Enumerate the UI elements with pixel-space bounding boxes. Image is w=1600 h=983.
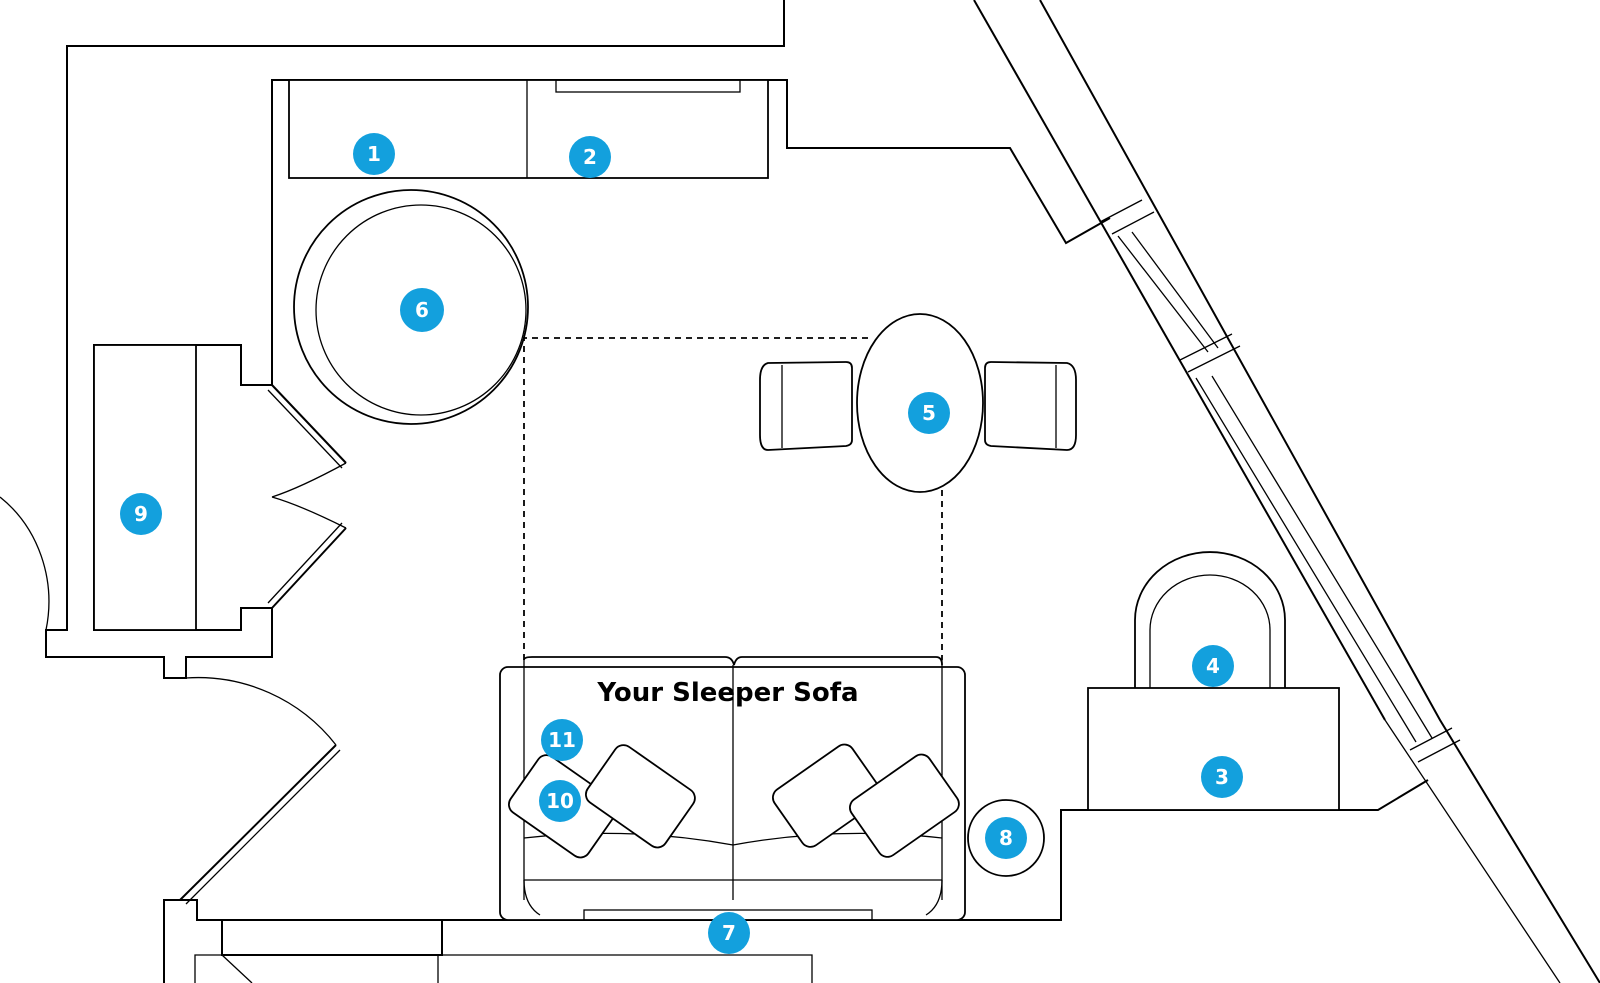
pillows xyxy=(508,743,960,859)
area-rug-outline xyxy=(523,337,870,660)
marker-5[interactable]: 5 xyxy=(908,392,950,434)
marker-8[interactable]: 8 xyxy=(985,817,1027,859)
svg-text:11: 11 xyxy=(548,728,576,752)
svg-text:5: 5 xyxy=(922,401,936,425)
svg-text:9: 9 xyxy=(134,502,148,526)
svg-text:10: 10 xyxy=(546,789,574,813)
svg-text:2: 2 xyxy=(583,145,597,169)
marker-3[interactable]: 3 xyxy=(1201,756,1243,798)
windows xyxy=(1099,199,1461,763)
markers: 1 2 3 4 5 6 7 8 xyxy=(120,133,1243,954)
svg-text:1: 1 xyxy=(367,142,381,166)
svg-text:3: 3 xyxy=(1215,765,1229,789)
marker-6[interactable]: 6 xyxy=(400,288,444,332)
svg-text:6: 6 xyxy=(415,298,429,322)
marker-2[interactable]: 2 xyxy=(569,136,611,178)
doors xyxy=(0,384,347,905)
marker-10[interactable]: 10 xyxy=(539,780,581,822)
svg-text:4: 4 xyxy=(1206,654,1220,678)
marker-1[interactable]: 1 xyxy=(353,133,395,175)
sleeper-sofa xyxy=(499,656,966,921)
sofa-label: Your Sleeper Sofa xyxy=(596,678,858,708)
svg-text:8: 8 xyxy=(999,826,1013,850)
marker-7[interactable]: 7 xyxy=(708,912,750,954)
marker-9[interactable]: 9 xyxy=(120,493,162,535)
marker-4[interactable]: 4 xyxy=(1192,645,1234,687)
closet xyxy=(93,344,197,631)
svg-text:7: 7 xyxy=(722,921,736,945)
desk-chair xyxy=(1134,551,1286,690)
marker-11[interactable]: 11 xyxy=(541,719,583,761)
